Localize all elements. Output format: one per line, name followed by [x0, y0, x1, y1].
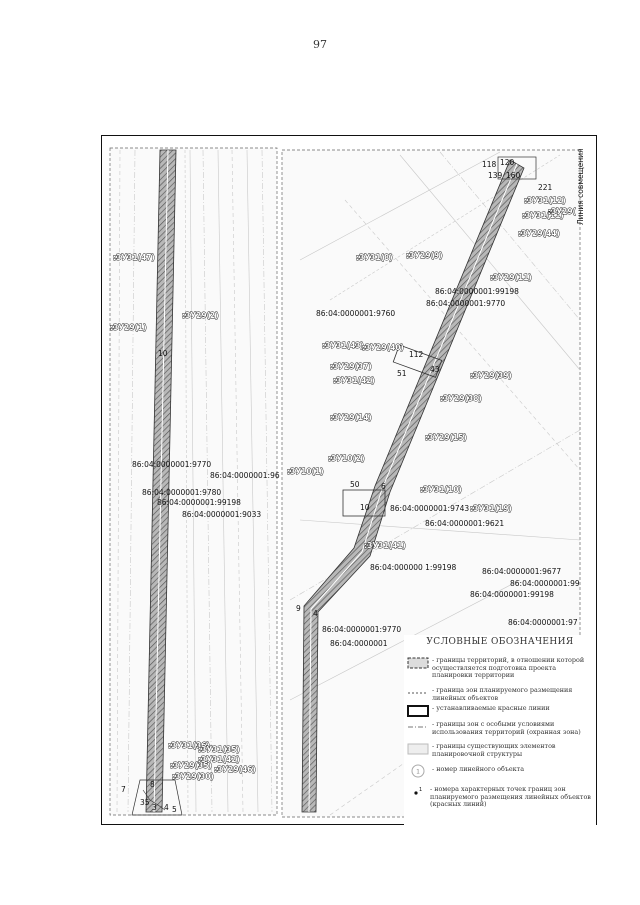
left-label-5: 86:04:0000001:96: [210, 471, 280, 480]
right-label-32: :ЗУ31(19): [470, 504, 512, 513]
legend-item-text: - границы существующих элементов планиро…: [432, 742, 556, 758]
right-label-2: 139: [488, 171, 503, 180]
right-label-35: 86:04:0000001:9621: [425, 519, 504, 528]
left-label-15: 7: [121, 785, 126, 794]
left-label-1: :ЗУ29(1): [110, 323, 147, 332]
right-label-41: 86:04:0000001:97: [508, 618, 578, 627]
right-label-26: :ЗУ29(15): [425, 433, 467, 442]
right-label-14: 86:04:0000001:9770: [426, 299, 505, 308]
right-label-30: 6: [381, 482, 386, 491]
legend-item-text: - границы территорий, в отношении которо…: [432, 656, 585, 679]
left-label-16: 8: [150, 780, 155, 789]
right-label-43: 4: [313, 609, 318, 618]
left-label-2: :ЗУ29(2): [182, 311, 219, 320]
left-label-6: 86:04:0000001:9780: [142, 488, 221, 497]
right-label-23: :ЗУ29(39): [470, 371, 512, 380]
legend-item-text: - граница зон планируемого размещения ли…: [432, 686, 573, 702]
right-label-13: 86:04:0000001:99198: [435, 287, 519, 296]
right-label-27: :ЗУ10(2): [328, 454, 365, 463]
right-label-12: :ЗУ29(11): [490, 273, 532, 282]
right-label-7: :ЗУ31(11): [522, 211, 564, 220]
left-label-3: 10: [158, 349, 168, 358]
left-label-17: 35: [140, 798, 150, 807]
right-label-10: :ЗУ31(8): [356, 253, 393, 262]
right-label-45: 86:04:0000001: [330, 639, 388, 648]
right-label-8: :ЗУ29(: [548, 207, 576, 216]
left-label-14: :ЗУ29(46): [214, 765, 256, 774]
right-label-39: 86:04:0000001:99: [510, 579, 580, 588]
right-label-36: :ЗУ31(41): [364, 541, 406, 550]
right-label-3: 160: [506, 171, 521, 180]
right-label-11: :ЗУ29(9): [406, 251, 443, 260]
right-label-17: :ЗУ29(40): [362, 343, 404, 352]
right-label-38: 86:04:0000001:9677: [482, 567, 561, 576]
left-label-4: 86:04:0000001:9770: [132, 460, 211, 469]
map-frame: [101, 135, 597, 825]
point-icon: 1: [414, 787, 422, 795]
right-label-22: :ЗУ31(42): [333, 376, 375, 385]
circle-icon: 1: [411, 764, 425, 778]
right-label-5: Линия совмещения: [576, 148, 585, 225]
right-label-34: 86:04:0000001:9743: [390, 504, 469, 513]
right-label-9: :ЗУ29(44): [518, 229, 560, 238]
svg-text:1: 1: [419, 787, 422, 793]
right-label-4: 221: [538, 183, 553, 192]
dashed-line-icon: [408, 692, 428, 694]
page-number: 97: [313, 38, 327, 51]
right-label-1: 120: [500, 158, 515, 167]
legend-panel: УСЛОВНЫЕ ОБОЗНАЧЕНИЯ - границы территори…: [404, 635, 596, 825]
red-line-box-icon: [407, 705, 429, 717]
left-label-18: 3: [152, 803, 157, 812]
legend-title: УСЛОВНЫЕ ОБОЗНАЧЕНИЯ: [426, 637, 574, 647]
left-label-13: :ЗУ29(30): [172, 772, 214, 781]
right-label-21: 43: [430, 365, 440, 374]
left-label-8: 86:04:0000001:9033: [182, 510, 261, 519]
svg-text:1: 1: [416, 769, 420, 776]
left-label-0: :ЗУ31(47): [113, 253, 155, 262]
right-label-31: :ЗУ31(10): [420, 485, 462, 494]
left-label-11: :ЗУ29(35): [170, 761, 212, 770]
hatched-box-icon: [407, 657, 429, 669]
right-label-42: 9: [296, 604, 301, 613]
left-label-9: :ЗУ31(36): [168, 741, 210, 750]
legend-item-text: - номер линейного объекта: [432, 765, 525, 773]
grey-box-icon: [407, 743, 429, 755]
right-label-37: 86:04:000000 1:99198: [370, 563, 457, 572]
right-label-28: :ЗУ10(1): [287, 467, 324, 476]
dash-dot-line-icon: [408, 726, 428, 728]
legend-item-text: - границы зон с особыми условиями исполь…: [432, 720, 581, 736]
right-label-18: 112: [409, 350, 424, 359]
right-label-20: 51: [397, 369, 407, 378]
right-label-25: :ЗУ29(14): [330, 413, 372, 422]
left-label-10: :ЗУ31(35): [198, 745, 240, 754]
left-label-19: 4: [164, 803, 169, 812]
right-label-29: 50: [350, 480, 360, 489]
left-label-12: :ЗУ31(42): [198, 755, 240, 764]
right-label-6: :ЗУ31(12): [524, 196, 566, 205]
left-label-7: 86:04:0000001:99198: [157, 498, 241, 507]
right-label-24: :ЗУ29(38): [440, 394, 482, 403]
right-label-0: 118: [482, 160, 497, 169]
left-map-panel: [109, 147, 278, 816]
right-label-16: :ЗУ31(43): [322, 341, 364, 350]
legend-item-text: - устанавливаемые красные линии: [432, 704, 550, 712]
right-label-40: 86:04:0000001:99198: [470, 590, 554, 599]
right-label-33: 10: [360, 503, 370, 512]
right-label-19: :ЗУ29(37): [330, 362, 372, 371]
right-label-44: 86:04:0000001:9770: [322, 625, 401, 634]
right-label-15: 86:04:0000001:9760: [316, 309, 395, 318]
legend-item-text: - номера характерных точек границ зон пл…: [430, 785, 591, 808]
left-label-20: 5: [172, 805, 177, 814]
